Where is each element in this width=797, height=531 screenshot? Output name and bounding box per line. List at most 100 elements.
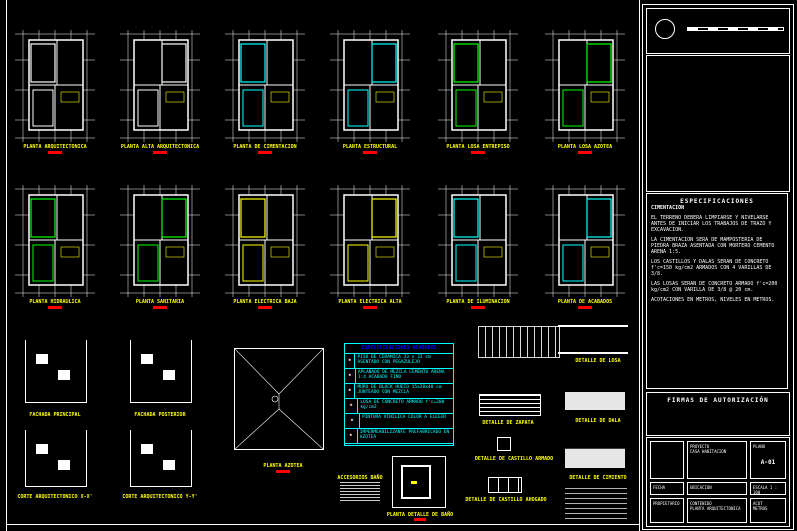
specification-paragraph: LOS CASTILLOS Y DALAS SERAN DE CONCRETO …	[651, 259, 772, 277]
scale-value: 1 : 100	[753, 485, 778, 495]
dimension-value: METROS	[753, 506, 768, 511]
plan-label: PLANTA ELECTRICA BAJA	[233, 299, 297, 305]
label-underline	[363, 306, 377, 309]
north-arrow-icon	[655, 19, 675, 39]
floor-plan[interactable]	[438, 185, 518, 297]
elevation-drawing[interactable]	[25, 430, 87, 487]
plan-label: PLANTA DE ILUMINACION	[446, 299, 510, 305]
label-underline	[578, 306, 592, 309]
logo-box	[650, 441, 684, 479]
specifications-subtitle: CIMENTACION	[651, 205, 685, 211]
floor-plan[interactable]	[120, 30, 200, 142]
finishes-table-row: ◈APLANADO DE MEZCLA CEMENTO ARENA 1:4 AC…	[345, 369, 453, 384]
roof-plan-drawing	[234, 348, 324, 450]
floor-plan[interactable]	[225, 30, 305, 142]
label-underline	[258, 306, 272, 309]
location-cell: UBICACION	[687, 482, 747, 495]
finish-symbol-icon: ◈	[345, 384, 356, 398]
cimiento-detail-drawing[interactable]	[565, 448, 625, 468]
dimension-label: ACOT	[753, 501, 763, 506]
plan-label: PLANTA ELECTRICA ALTA	[338, 299, 402, 305]
sheet-number: A-01	[760, 459, 776, 466]
finish-row-text: LOSA DE CONCRETO ARMADO f'c=200 kg/cm2	[360, 400, 445, 410]
losa-detail-drawing[interactable]	[558, 325, 628, 354]
dala-detail-drawing[interactable]	[565, 392, 625, 410]
elevation-label: CORTE ARQUITECTONICO X-X'	[17, 494, 93, 500]
plan-label: PLANTA DE ACABADOS	[557, 299, 613, 305]
owner-cell: PROPIETARIO	[650, 498, 684, 523]
plan-label: PLANTA ARQUITECTONICA	[23, 144, 87, 150]
north-arrow-box	[646, 8, 790, 54]
roof-plan-label: PLANTA AZOTEA	[263, 463, 303, 469]
elevation-label: CORTE ARQUITECTONICO Y-Y'	[122, 494, 198, 500]
floor-plan[interactable]	[438, 30, 518, 142]
sheet-label: PLANO	[753, 444, 766, 449]
specification-paragraph: EL TERRENO DEBERA LIMPIARSE Y NIVELARSE …	[651, 215, 772, 233]
finish-row-text: PISO DE CERAMICA 33 x 33 cm ASENTADO CON…	[357, 355, 431, 365]
finish-row-text: PINTURA VINILICA COLOR A ELEGIR	[362, 415, 446, 420]
finish-symbol-icon: ◈	[345, 399, 359, 413]
finishes-table-row: ◈PISO DE CERAMICA 33 x 33 cm ASENTADO CO…	[345, 354, 453, 369]
bath-detail-plan[interactable]	[392, 456, 446, 508]
finish-symbol-icon: ◈	[345, 429, 358, 443]
specification-paragraph: ACOTACIONES EN METROS, NIVELES EN METROS…	[651, 297, 775, 303]
drawing-border-left	[6, 0, 7, 531]
finish-symbol-icon: ◈	[345, 354, 356, 368]
scale-cell: ESCALA 1 : 100	[750, 482, 786, 495]
finishes-spec-table: ESPECIFICACIONES ACABADOS ◈PISO DE CERAM…	[344, 343, 454, 446]
castillo-ahogado-drawing[interactable]	[488, 477, 522, 493]
drawing-border-bottom	[6, 524, 639, 525]
elevation-label: FACHADA PRINCIPAL	[29, 412, 81, 418]
sheet-cell: PLANO A-01	[750, 441, 786, 479]
blank-box	[646, 55, 790, 192]
elevation-drawing[interactable]	[25, 340, 87, 403]
floor-plan[interactable]	[330, 185, 410, 297]
scale-label: ESCALA	[753, 485, 768, 490]
finish-row-text: APLANADO DE MEZCLA CEMENTO ARENA 1:4 ACA…	[357, 370, 445, 380]
plan-label: PLANTA DE CIMENTACION	[233, 144, 297, 150]
elevation-drawing[interactable]	[130, 430, 192, 487]
bath-plan-label: PLANTA DETALLE DE BAÑO	[386, 512, 454, 518]
roof-plan[interactable]	[234, 348, 324, 450]
castillo-ahogado-label: DETALLE DE CASTILLO AHOGADO	[465, 497, 547, 503]
losa-label: DETALLE DE LOSA	[575, 358, 621, 364]
owner-label: PROPIETARIO	[653, 501, 680, 506]
plan-label: PLANTA LOSA AZOTEA	[557, 144, 613, 150]
floor-plan[interactable]	[545, 185, 625, 297]
floor-plan[interactable]	[330, 30, 410, 142]
signatures-title: FIRMAS DE AUTORIZACIÓN	[667, 397, 769, 404]
dala-label: DETALLE DE DALA	[575, 418, 621, 424]
specifications-box: ESPECIFICACIONES CIMENTACION EL TERRENO …	[646, 193, 788, 389]
castillo-armado-drawing[interactable]	[497, 437, 511, 451]
date-label: FECHA	[653, 485, 666, 490]
finish-row-text: MURO DE BLOCK HUECO 15x20x40 cm JUNTEADO…	[357, 385, 442, 395]
floor-plan[interactable]	[15, 30, 95, 142]
label-underline	[414, 518, 426, 521]
zapata-detail-drawing[interactable]	[478, 326, 560, 358]
floor-plan[interactable]	[225, 185, 305, 297]
specification-paragraph: LAS LOSAS SERAN DE CONCRETO ARMADO f'c=2…	[651, 281, 778, 293]
label-underline	[471, 151, 485, 154]
elevation-drawing[interactable]	[130, 340, 192, 403]
content-value: PLANTA ARQUITECTONICA	[690, 506, 741, 511]
finishes-table-row: ◈IMPERMEABILIZANTE PREFABRICADO EN AZOTE…	[345, 429, 453, 444]
fixture-mark	[411, 481, 417, 484]
signatures-box: FIRMAS DE AUTORIZACIÓN	[646, 392, 790, 436]
label-underline	[471, 306, 485, 309]
floor-plan[interactable]	[120, 185, 200, 297]
label-underline	[153, 151, 167, 154]
label-underline	[48, 306, 62, 309]
plan-label: PLANTA LOSA ENTREPISO	[446, 144, 510, 150]
floor-plan[interactable]	[545, 30, 625, 142]
specification-paragraph: LA CIMENTACION SERA DE MAMPOSTERIA DE PI…	[651, 237, 775, 255]
floor-plan[interactable]	[15, 185, 95, 297]
bath-walls	[401, 465, 431, 499]
finish-row-text: IMPERMEABILIZANTE PREFABRICADO EN AZOTEA	[359, 430, 450, 440]
finishes-table-row: ◈PINTURA VINILICA COLOR A ELEGIR	[345, 414, 453, 429]
date-cell: FECHA	[650, 482, 684, 495]
legend-notes	[565, 488, 627, 520]
